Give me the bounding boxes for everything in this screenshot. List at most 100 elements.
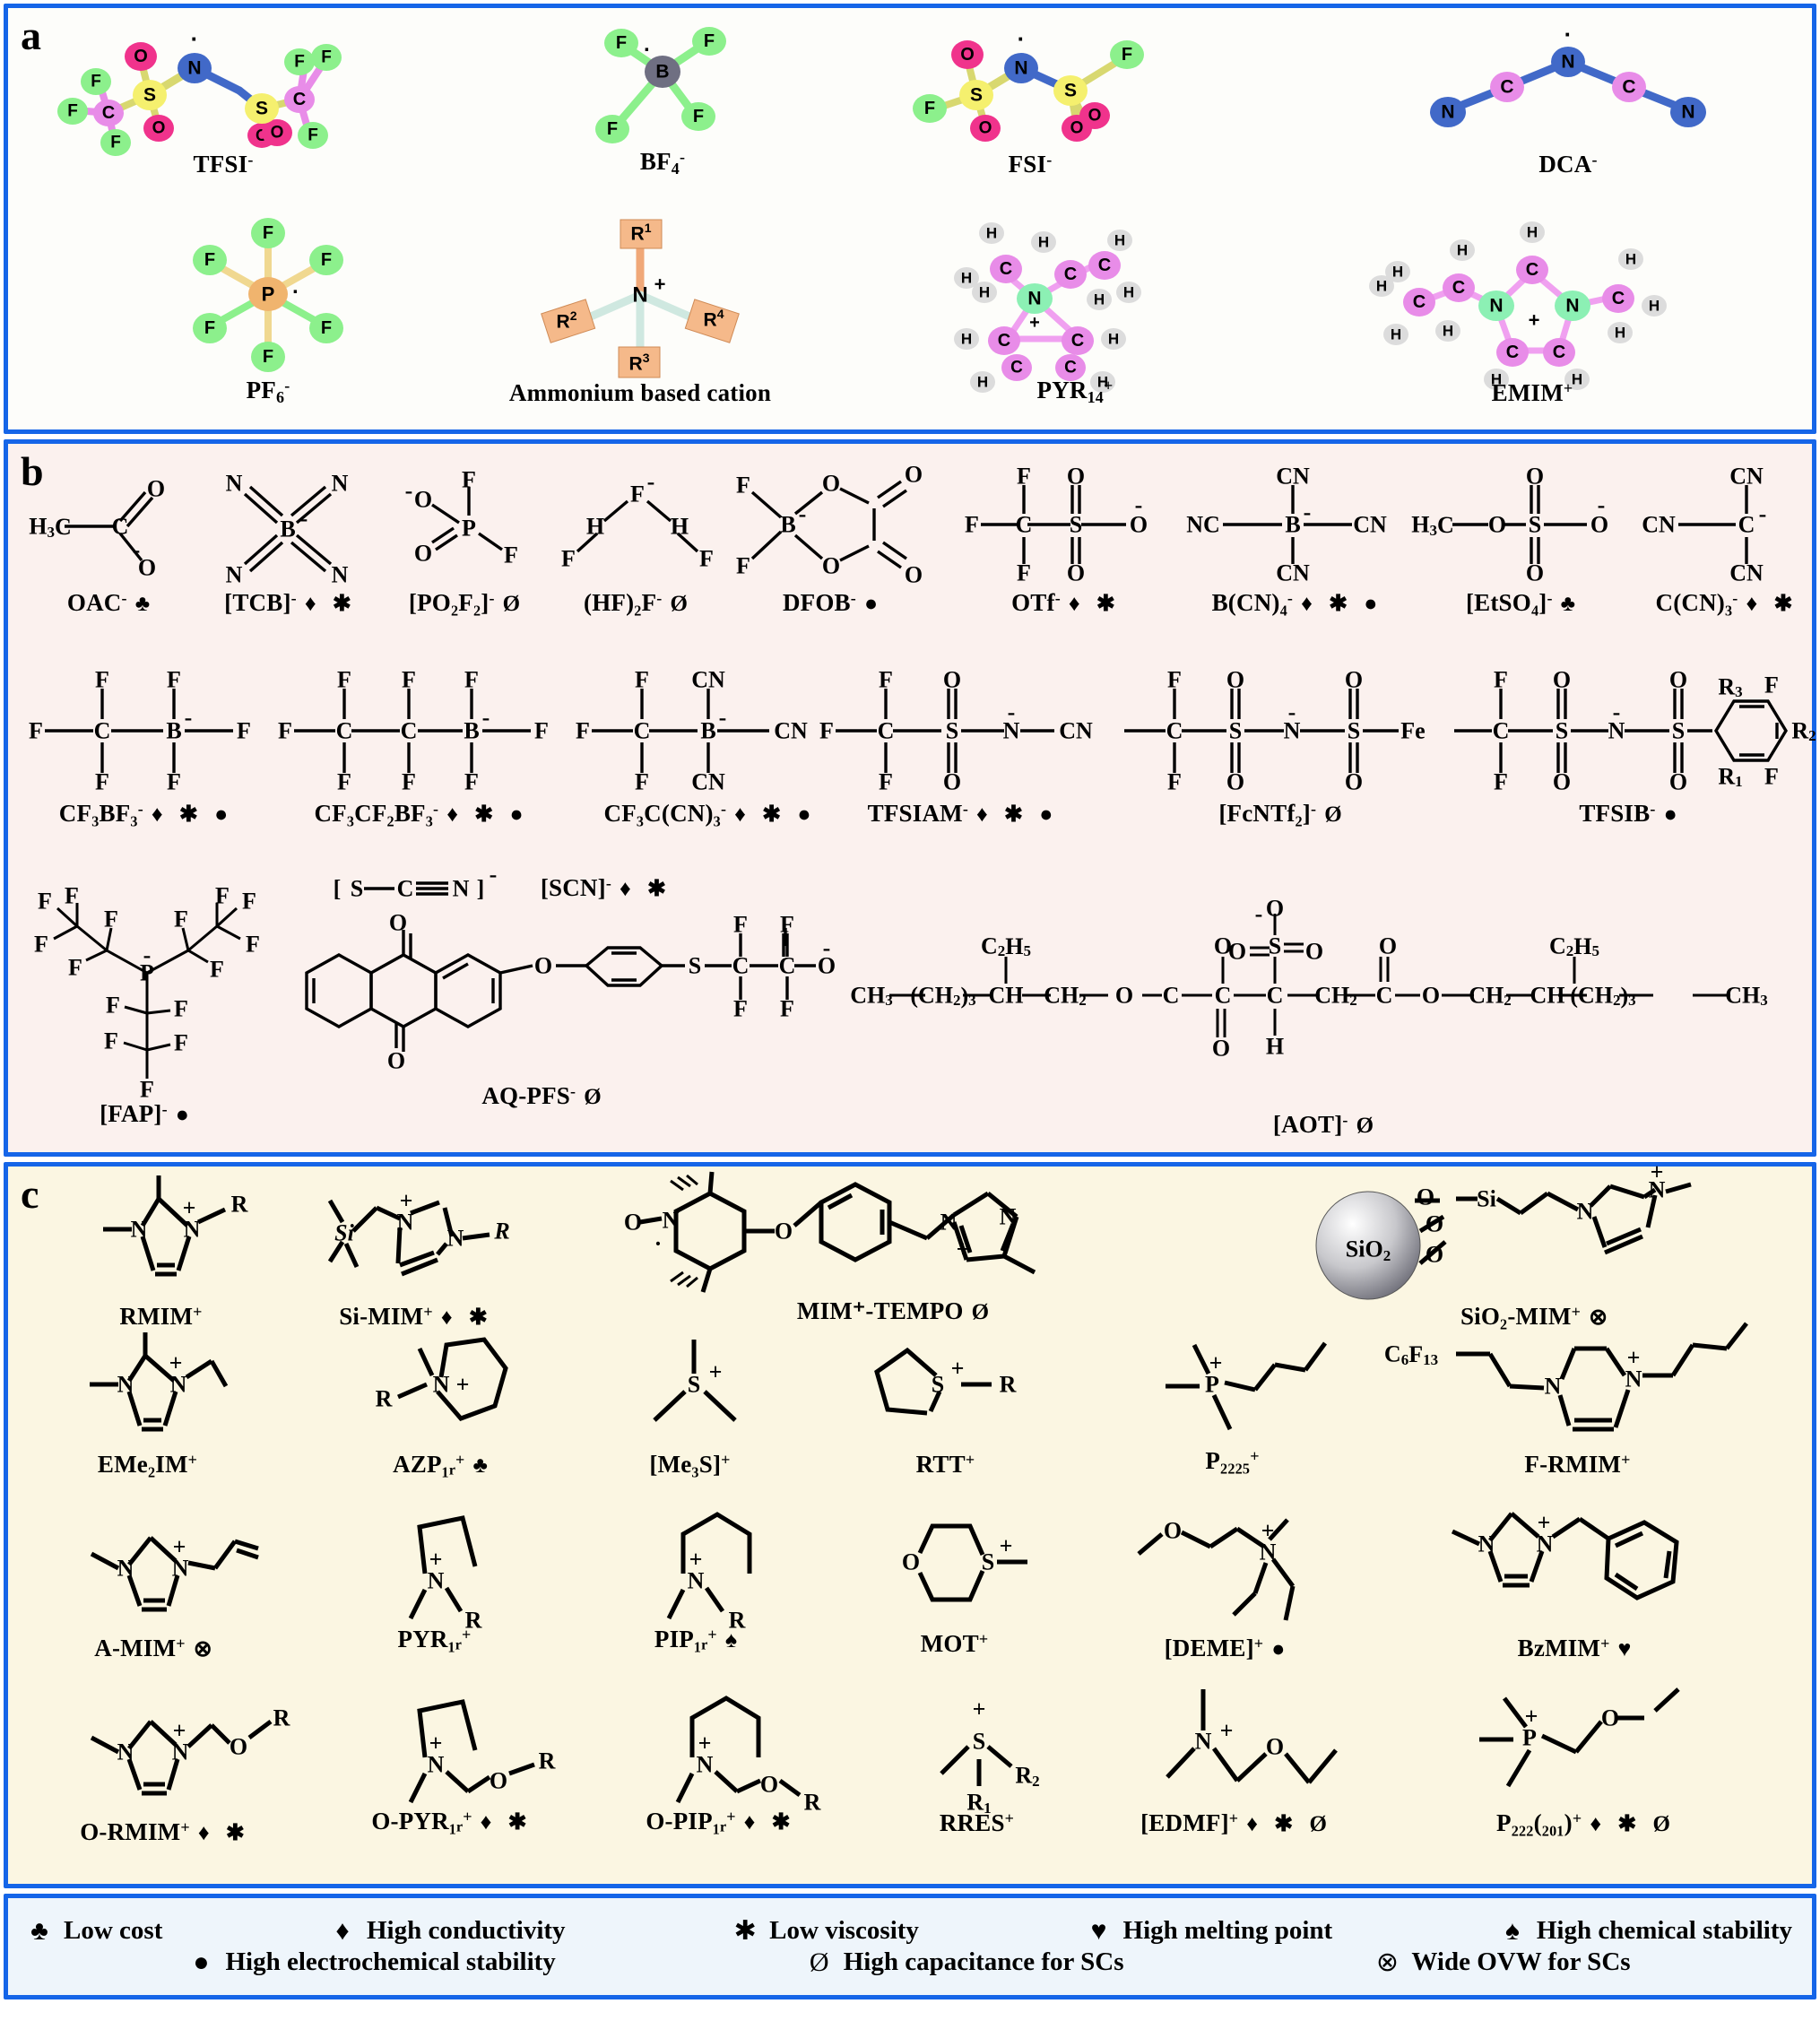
svg-text:O: O bbox=[1669, 769, 1687, 795]
svg-text:S: S bbox=[946, 718, 958, 744]
oac-label: OAC-♣ bbox=[66, 589, 156, 616]
svg-text:·: · bbox=[654, 1231, 663, 1257]
svg-text:O: O bbox=[389, 910, 407, 936]
svg-text:F: F bbox=[321, 48, 332, 67]
cation-sio2-mim: SiO2 O O bbox=[1281, 1159, 1792, 1331]
molecule-tfsi: O O O O S S N · C C F F F F F F bbox=[44, 17, 403, 178]
panel-b-letter: b bbox=[21, 448, 44, 494]
tfsi-label: TFSI- bbox=[193, 151, 254, 178]
azp1r-structure: N + R bbox=[376, 1337, 508, 1421]
svg-text:N: N bbox=[1027, 289, 1041, 309]
svg-text:+: + bbox=[1209, 1350, 1223, 1376]
svg-text:F: F bbox=[174, 1030, 188, 1056]
svg-text:N: N bbox=[117, 1739, 134, 1765]
svg-text:F: F bbox=[635, 667, 649, 693]
emim-structure: N N + C C C C C C bbox=[1362, 216, 1703, 390]
edmf-structure: N + O bbox=[1166, 1689, 1338, 1784]
svg-text:C: C bbox=[1010, 359, 1023, 377]
svg-text:CN: CN bbox=[1059, 718, 1093, 744]
svg-text:C: C bbox=[1166, 718, 1183, 744]
svg-text:CH3: CH3 bbox=[850, 983, 893, 1009]
svg-text:S: S bbox=[1529, 512, 1541, 538]
svg-text:C: C bbox=[878, 718, 895, 744]
otf-label: OTf-♦ ✱ bbox=[1011, 589, 1121, 616]
svg-text:F: F bbox=[106, 993, 120, 1019]
svg-text:O: O bbox=[1526, 464, 1544, 490]
svg-text:C: C bbox=[1098, 256, 1111, 275]
svg-text:]: ] bbox=[476, 876, 484, 902]
molecule-scn: [ S C N ] - [SCN]-♦ ✱ bbox=[277, 861, 672, 915]
svg-text:F: F bbox=[733, 996, 748, 1022]
pf6-structure: P · F F F F F F bbox=[138, 213, 398, 375]
svg-text:N: N bbox=[452, 876, 469, 902]
svg-text:S: S bbox=[351, 876, 363, 902]
rmim-structure: N N + R bbox=[103, 1175, 248, 1277]
svg-text:F: F bbox=[965, 512, 979, 538]
svg-text:O: O bbox=[1601, 1705, 1619, 1731]
svg-text:O: O bbox=[1266, 1734, 1284, 1760]
svg-text:F: F bbox=[1017, 464, 1031, 490]
legend-item-wide-ovw: ⊗ Wide OVW for SCs bbox=[1375, 1947, 1631, 1977]
svg-text:-: - bbox=[185, 705, 193, 731]
svg-text:N: N bbox=[1003, 718, 1020, 744]
aq-pfs-label: AQ-PFS-Ø bbox=[481, 1082, 607, 1109]
svg-text:F: F bbox=[733, 912, 748, 938]
mim-tempo-structure: N O · O N N + bbox=[624, 1171, 1036, 1293]
svg-text:O: O bbox=[1553, 769, 1571, 795]
svg-text:-: - bbox=[143, 942, 152, 968]
legend-item-low-viscosity: ✱ Low viscosity bbox=[733, 1915, 919, 1946]
svg-text:F: F bbox=[204, 250, 215, 270]
svg-text:N: N bbox=[1441, 102, 1454, 123]
svg-text:N: N bbox=[1195, 1729, 1212, 1755]
svg-text:N: N bbox=[226, 562, 243, 588]
svg-text:O: O bbox=[960, 45, 975, 65]
cf3ccn3-label: CF₃C(CN)₃-♦ ✱ ● bbox=[603, 800, 817, 827]
svg-text:H: H bbox=[977, 374, 988, 391]
svg-text:F: F bbox=[607, 119, 618, 139]
mot-structure: O S + bbox=[902, 1523, 1027, 1602]
svg-text:C: C bbox=[1500, 77, 1513, 98]
svg-text:+: + bbox=[456, 1372, 470, 1398]
svg-text:S: S bbox=[143, 85, 156, 106]
svg-text:H: H bbox=[986, 225, 997, 242]
svg-text:·: · bbox=[191, 25, 199, 52]
svg-text:F: F bbox=[210, 957, 224, 983]
spade-icon: ♠ bbox=[1504, 1915, 1520, 1946]
svg-text:-: - bbox=[1598, 492, 1606, 518]
svg-text:N: N bbox=[332, 562, 349, 588]
svg-text:O: O bbox=[1553, 667, 1571, 693]
emim-label: EMIM+ bbox=[1491, 379, 1573, 406]
svg-text:F: F bbox=[534, 718, 549, 744]
mot-label: MOT+ bbox=[920, 1630, 989, 1657]
svg-text:P: P bbox=[1205, 1372, 1219, 1398]
svg-text:C: C bbox=[1506, 343, 1519, 362]
svg-text:F: F bbox=[204, 318, 215, 338]
svg-text:F: F bbox=[780, 996, 794, 1022]
svg-text:N: N bbox=[397, 1210, 414, 1236]
svg-text:N: N bbox=[1537, 1531, 1554, 1557]
svg-text:·: · bbox=[292, 281, 299, 305]
svg-text:F: F bbox=[693, 107, 704, 126]
svg-text:B: B bbox=[280, 516, 295, 542]
cation-deme: O N + [DEME]+● bbox=[1102, 1507, 1353, 1662]
svg-text:R2: R2 bbox=[1015, 1763, 1039, 1790]
cation-edmf: N + O [EDMF]+♦ ✱ Ø bbox=[1102, 1682, 1371, 1837]
svg-text:+: + bbox=[1000, 1533, 1013, 1559]
svg-text:R: R bbox=[729, 1608, 746, 1634]
me3s-label: [Me₃S]+ bbox=[649, 1451, 731, 1478]
svg-text:F: F bbox=[263, 347, 273, 367]
svg-text:N: N bbox=[117, 1372, 134, 1398]
svg-text:O: O bbox=[1345, 667, 1363, 693]
bf4-label: BF4- bbox=[639, 148, 686, 178]
svg-text:H: H bbox=[1392, 264, 1403, 281]
svg-text:B: B bbox=[166, 718, 181, 744]
molecule-emim: N N + C C C C C C bbox=[1326, 214, 1738, 407]
svg-text:H: H bbox=[1123, 284, 1134, 301]
svg-text:-: - bbox=[405, 478, 413, 504]
pyr1r-label: PYR₁ᵣ+ bbox=[397, 1626, 472, 1652]
svg-text:O: O bbox=[1305, 939, 1323, 965]
